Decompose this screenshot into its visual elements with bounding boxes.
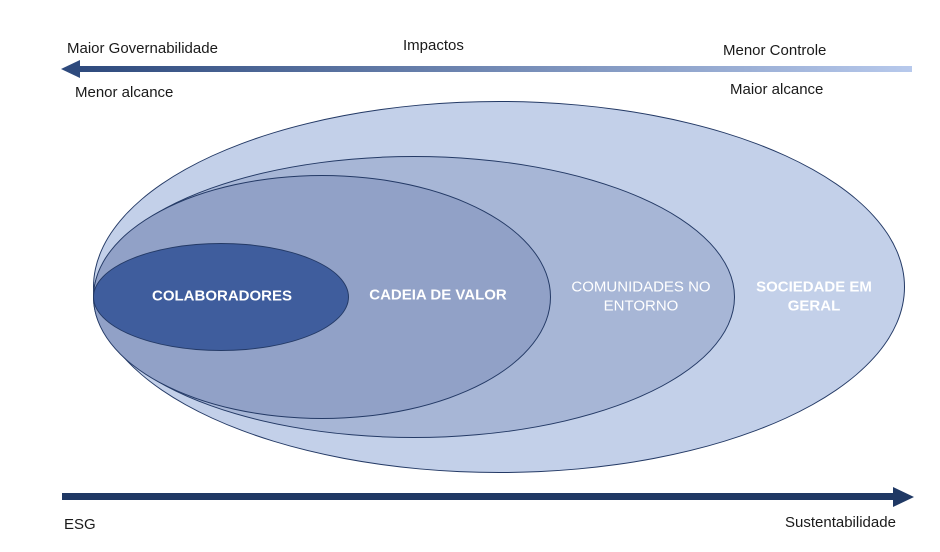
right-arrowhead-icon [893,487,914,507]
ellipse-label-colaboradores: COLABORADORES [151,287,293,305]
top-left-sublabel: Menor alcance [75,84,174,101]
ellipse-label-cadeia-de-valor: CADEIA DE VALOR [369,286,507,304]
ellipse-label-sociedade-em-geral: SOCIEDADE EM GERAL [756,278,872,314]
bottom-right-label: Sustentabilidade [785,514,896,531]
top-center-label: Impactos [403,37,464,54]
ellipse-colaboradores [93,243,349,351]
bottom-arrow-shaft [62,493,894,500]
top-arrow-shaft [79,66,912,72]
left-arrowhead-icon [61,60,80,78]
ellipse-label-comunidades-no-entorno: COMUNIDADES NO ENTORNO [571,278,711,314]
top-right-label: Menor Controle [723,42,827,59]
bottom-left-label: ESG [64,516,96,533]
top-right-sublabel: Maior alcance [730,81,824,98]
top-left-label: Maior Governabilidade [67,40,218,57]
